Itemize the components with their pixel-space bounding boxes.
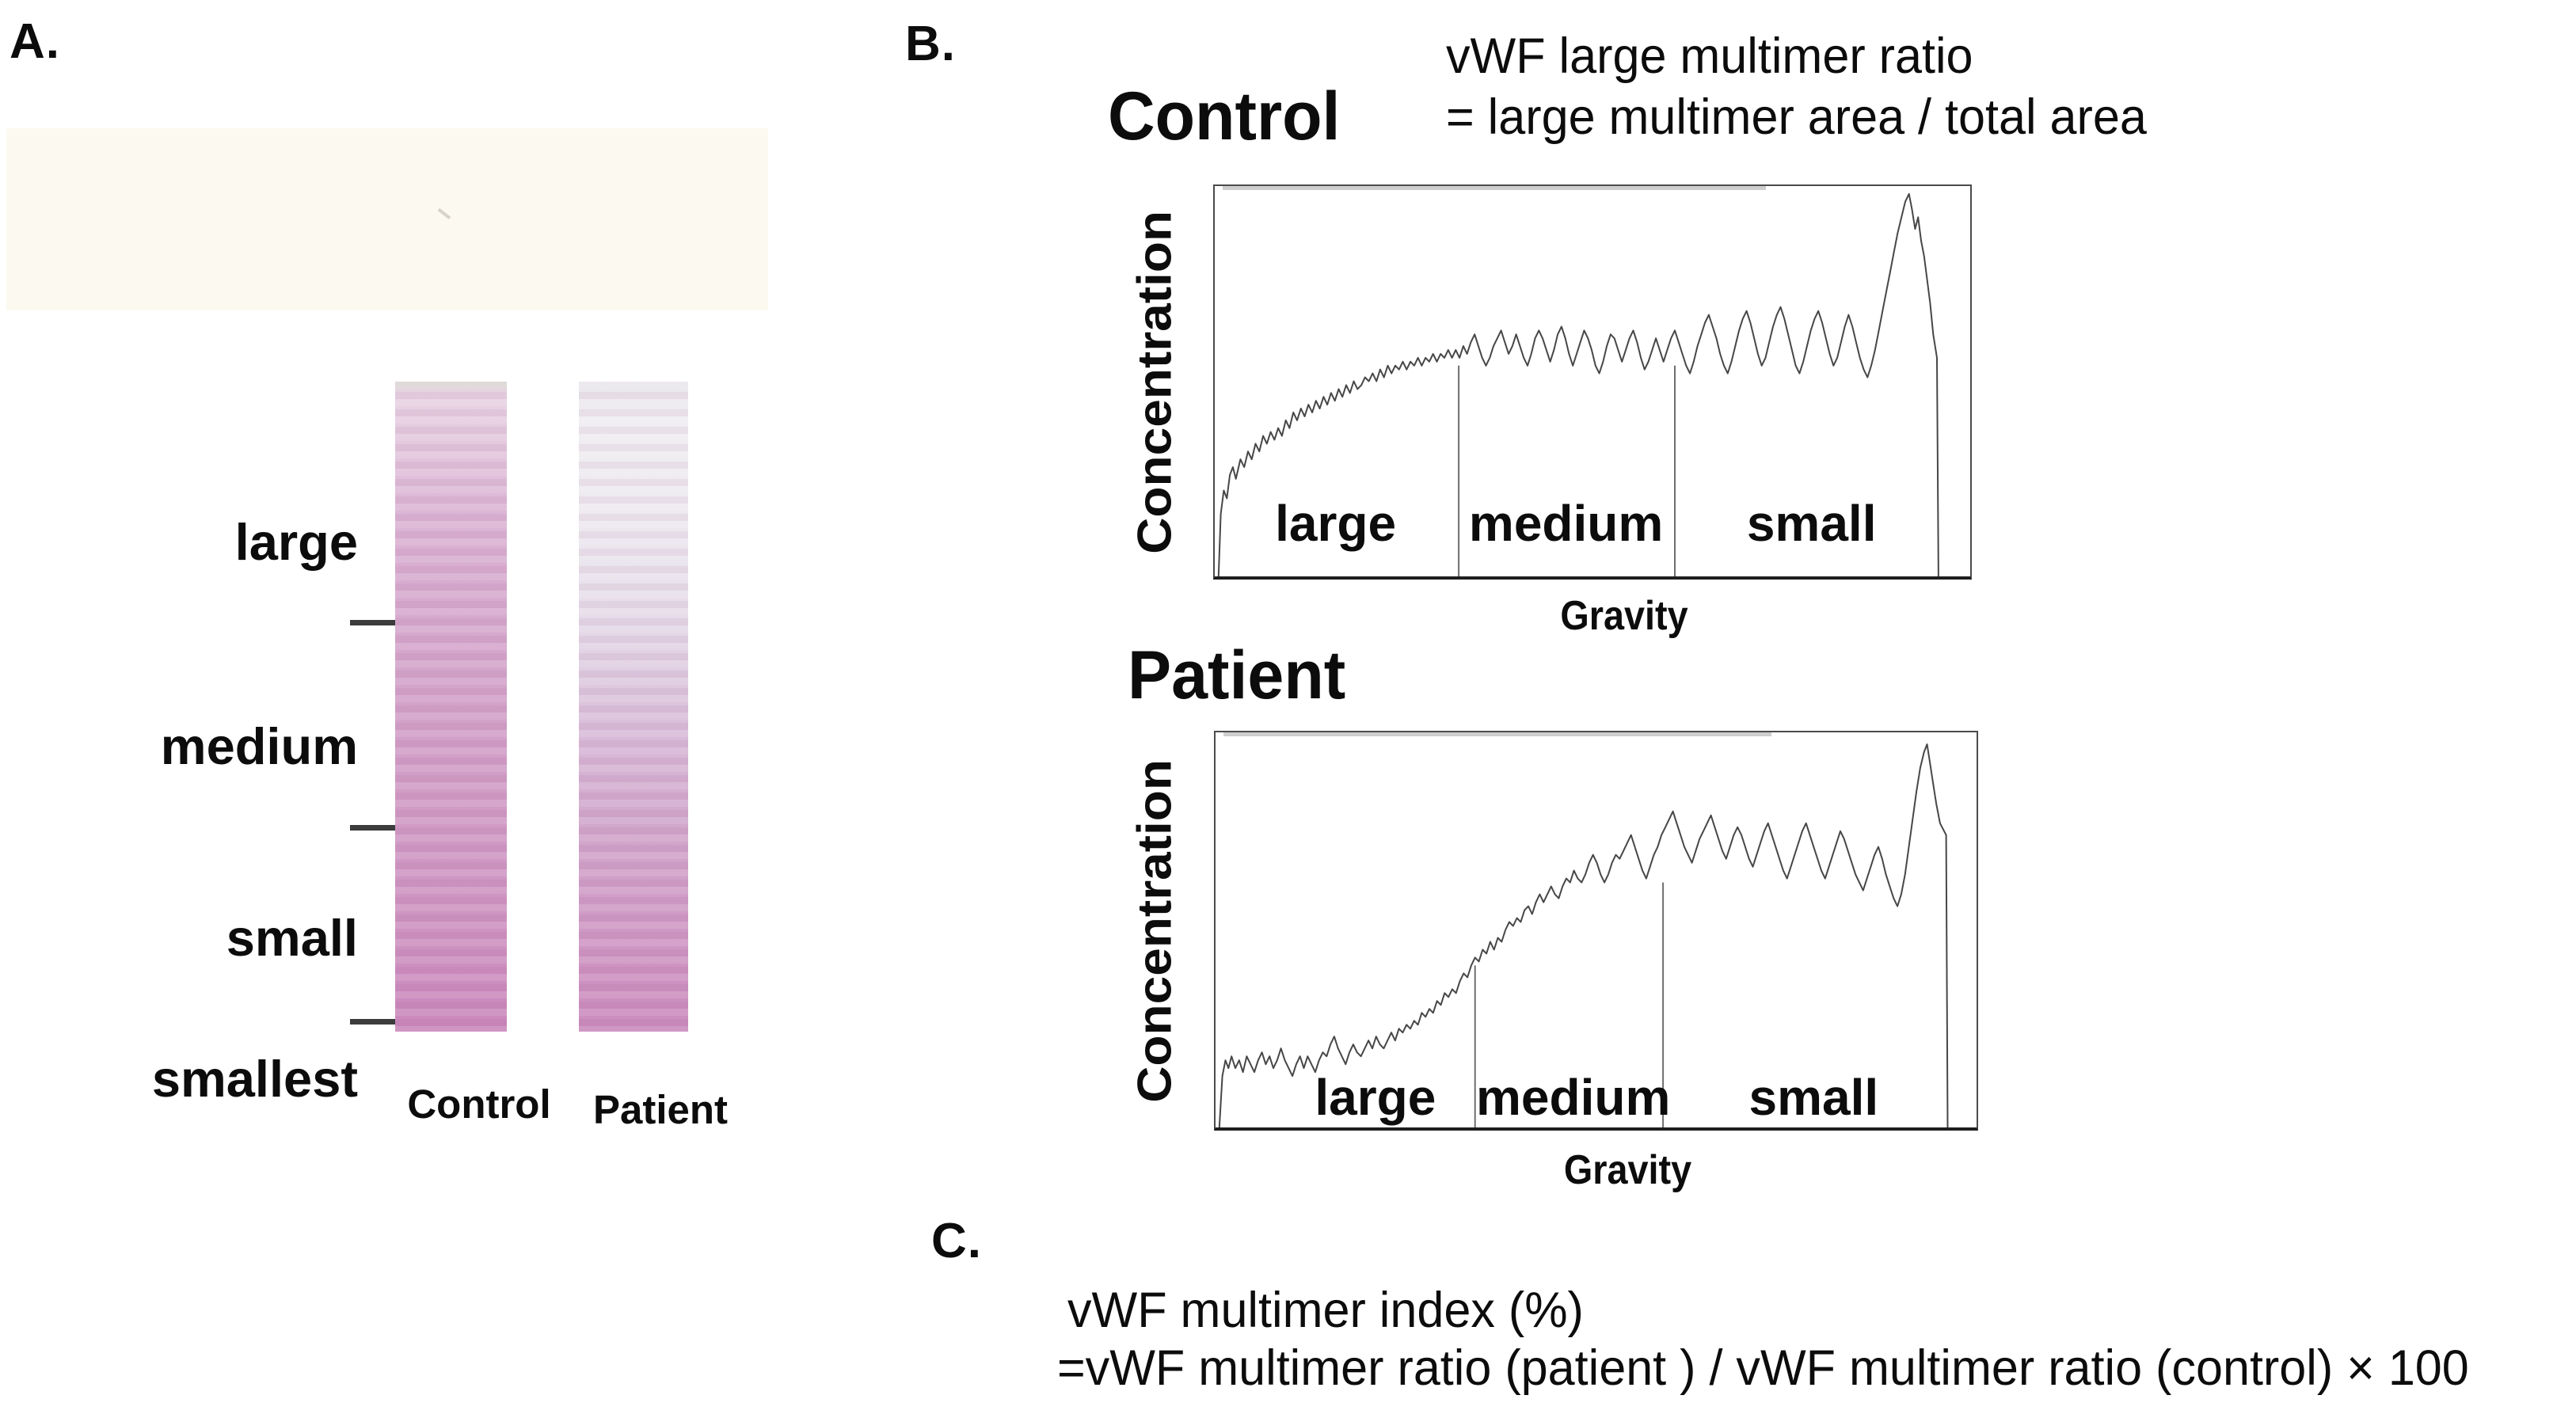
control-densitometry-plot: large medium small xyxy=(1213,184,1972,580)
band-label-medium: medium xyxy=(160,717,358,775)
gel-lane-patient xyxy=(579,382,688,1032)
patient-chart-title: Patient xyxy=(1128,637,1346,713)
y-axis-label-text: Concentration xyxy=(1128,758,1181,1103)
gel-lane-control xyxy=(395,382,507,1032)
region-label-small: small xyxy=(1748,1069,1879,1127)
gel-lane-bands xyxy=(395,382,507,1032)
region-label-small: small xyxy=(1746,495,1877,553)
scan-smudge xyxy=(1222,186,1767,190)
ratio-formula-line-1: vWF large multimer ratio xyxy=(1446,29,1973,84)
index-formula-line-2: =vWF multimer ratio (patient ) / vWF mul… xyxy=(1057,1340,2469,1396)
region-label-medium: medium xyxy=(1468,495,1664,553)
y-axis-label-text: Concentration xyxy=(1128,210,1181,554)
panel-c-label: C. xyxy=(931,1214,982,1268)
lane-caption-patient: Patient xyxy=(592,1087,729,1132)
size-marker-tick-1 xyxy=(350,620,395,625)
size-marker-tick-2 xyxy=(350,825,395,831)
control-chart-title: Control xyxy=(1108,78,1341,154)
control-x-axis-label: Gravity xyxy=(1560,593,1688,639)
patient-y-axis-label: Concentration xyxy=(1118,731,1191,1131)
panel-a-label: A. xyxy=(10,14,60,69)
size-marker-tick-3 xyxy=(350,1019,395,1025)
patient-x-axis-label: Gravity xyxy=(1563,1147,1692,1193)
band-label-large: large xyxy=(234,513,358,571)
panel-b-label: B. xyxy=(905,17,956,71)
ratio-formula-line-2: = large multimer area / total area xyxy=(1446,89,2147,145)
region-label-large: large xyxy=(1275,495,1397,553)
band-label-smallest: smallest xyxy=(151,1050,358,1108)
band-label-small: small xyxy=(226,909,358,967)
patient-densitometry-plot: large medium small xyxy=(1214,731,1978,1131)
gel-lane-bands xyxy=(579,382,688,1032)
control-y-axis-label: Concentration xyxy=(1118,184,1191,580)
lane-caption-control: Control xyxy=(407,1082,551,1127)
index-formula-line-1: vWF multimer index (%) xyxy=(1067,1283,1584,1338)
scan-smudge xyxy=(1223,732,1771,736)
region-label-large: large xyxy=(1315,1069,1436,1127)
gel-scan-background xyxy=(6,128,768,310)
region-label-medium: medium xyxy=(1475,1069,1671,1127)
